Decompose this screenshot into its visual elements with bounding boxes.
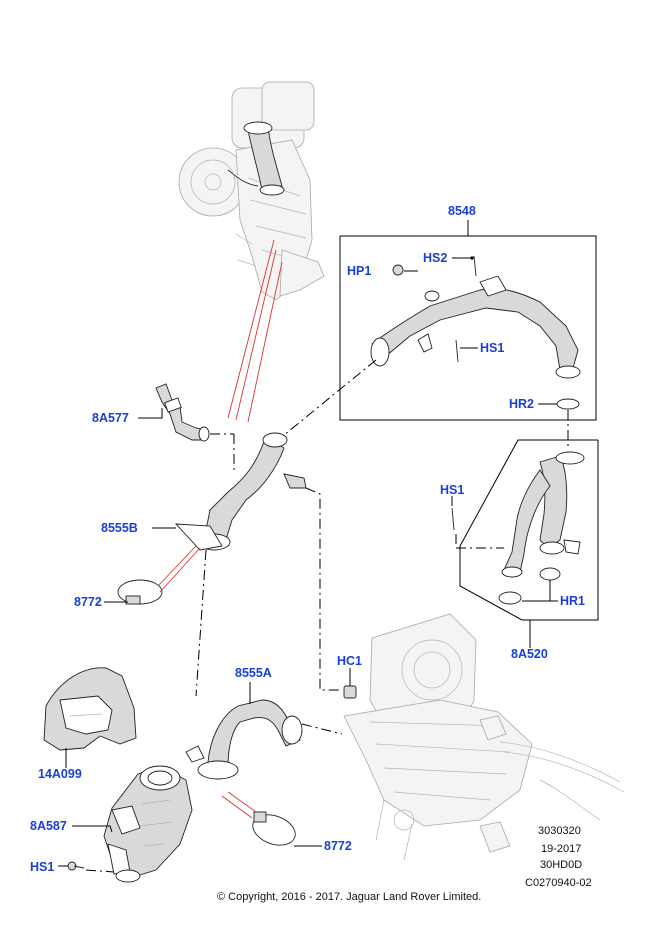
engine-assembly-top-ghost — [178, 81, 325, 301]
copyright-text: © Copyright, 2016 - 2017. Jaguar Land Ro… — [217, 891, 481, 903]
label-8555a: 8555A — [235, 666, 272, 680]
label-8a520: 8A520 — [511, 647, 548, 661]
coolant-pipe-8a520 — [451, 451, 585, 578]
label-hc1: HC1 — [337, 654, 362, 668]
diagram-year: 19-2017 — [541, 843, 581, 855]
bolt-hs1-bottom — [67, 861, 85, 871]
label-hr2: HR2 — [509, 397, 534, 411]
label-8548: 8548 — [448, 204, 476, 218]
clip-hc1 — [343, 685, 357, 699]
hose-8a577 — [155, 383, 210, 442]
label-8a577: 8A577 — [92, 411, 129, 425]
label-8772-top: 8772 — [74, 595, 102, 609]
box-8a520: 8A520 — [459, 439, 599, 661]
hose-8555b — [174, 432, 307, 551]
label-8a587: 8A587 — [30, 819, 67, 833]
clamp-8772-top — [117, 579, 163, 605]
label-8772-bottom: 8772 — [324, 839, 352, 853]
red-connection-lines-top — [227, 239, 283, 423]
clamp-8772-bottom — [252, 811, 296, 846]
label-hs1-bottom: HS1 — [30, 860, 54, 874]
coolant-pipe-8548 — [370, 255, 581, 379]
label-hs1-mid: HS1 — [440, 483, 464, 497]
diagram-id: 3030320 — [538, 825, 581, 837]
label-hp1: HP1 — [347, 264, 371, 278]
label-hs2: HS2 — [423, 251, 447, 265]
label-hs1-top: HS1 — [480, 341, 504, 355]
box-8548: 8548 — [339, 204, 597, 421]
label-8555b: 8555B — [101, 521, 138, 535]
diagram-ref: C0270940-02 — [525, 877, 592, 889]
diagram-code: 30HD0D — [540, 859, 582, 871]
cover-14a099 — [43, 667, 137, 751]
hose-8555a — [185, 699, 303, 780]
label-14a099: 14A099 — [38, 767, 82, 781]
thermostat-housing-8a587 — [103, 765, 193, 883]
label-hr1: HR1 — [560, 594, 585, 608]
pump-housing-ghost — [343, 613, 625, 861]
